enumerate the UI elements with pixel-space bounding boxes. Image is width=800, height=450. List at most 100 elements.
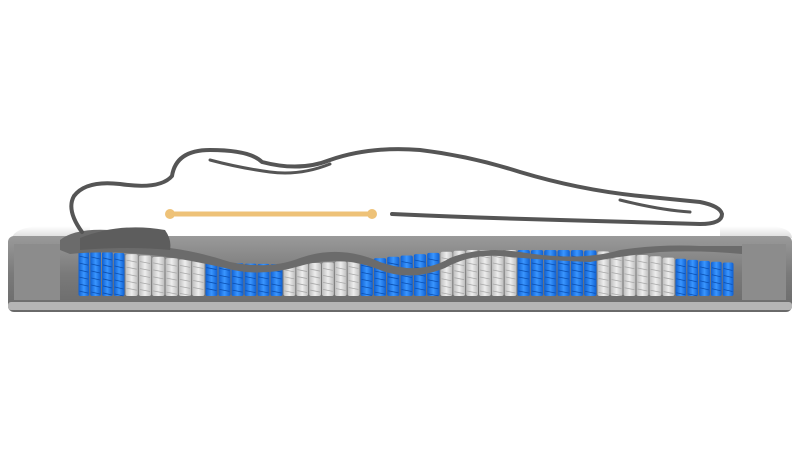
spine-endpoint (165, 209, 175, 219)
coil-winding (258, 283, 269, 287)
coil-winding (179, 292, 191, 296)
coil-winding (637, 274, 648, 278)
coil-winding (310, 289, 321, 293)
coil-winding (91, 263, 101, 267)
coil-winding (153, 283, 164, 287)
coil-winding (492, 283, 503, 287)
coil-winding (688, 272, 698, 276)
coil-winding (663, 270, 674, 273)
coil-winding (700, 266, 709, 270)
support-coil (90, 250, 101, 296)
coil-winding (388, 283, 399, 287)
coil-winding (79, 290, 89, 294)
coil-winding (558, 283, 569, 287)
coil-winding (114, 293, 124, 297)
sleeper-arm-outline (208, 158, 692, 214)
coil-winding (102, 257, 112, 261)
coil-winding (153, 276, 164, 280)
coil-winding (114, 258, 124, 262)
coil-winding (545, 290, 556, 294)
coil-winding (335, 281, 346, 284)
coil-winding (505, 283, 516, 287)
coil-winding (401, 282, 412, 285)
coil-winding (271, 290, 282, 294)
coil-winding (531, 283, 543, 287)
coil-winding (611, 258, 622, 261)
support-coil (102, 251, 113, 296)
coil-winding (401, 289, 412, 292)
coil-winding (479, 262, 490, 266)
soft-coil (597, 251, 610, 296)
coil-winding (310, 275, 321, 279)
coil-winding (723, 268, 733, 271)
coil-winding (245, 283, 256, 286)
coil-winding (193, 280, 204, 283)
support-coil (687, 259, 699, 296)
coil-winding (700, 280, 709, 284)
coil-winding (206, 288, 217, 291)
mattress-bottom-rail (8, 302, 792, 310)
coil-winding (428, 286, 439, 290)
coil-winding (650, 289, 661, 293)
coil-winding (219, 275, 230, 278)
coil-winding (114, 272, 124, 276)
coil-winding (650, 275, 661, 279)
coil-winding (505, 276, 516, 280)
coil-winding (114, 279, 124, 283)
coil-winding (388, 276, 399, 280)
coil-winding (91, 291, 101, 295)
coil-winding (700, 287, 709, 291)
coil-winding (467, 269, 478, 273)
coil-winding (322, 274, 333, 278)
coil-winding (688, 279, 698, 283)
coil-winding (245, 290, 256, 293)
soft-coil (178, 259, 192, 296)
support-coil (400, 255, 413, 296)
coil-winding (335, 267, 346, 270)
soft-coil (636, 254, 649, 296)
coil-winding (361, 271, 372, 275)
coil-winding (624, 259, 635, 263)
coil-winding (126, 287, 137, 291)
coil-winding (611, 286, 622, 289)
coil-winding (518, 262, 529, 266)
coil-winding (598, 291, 609, 295)
coil-winding (126, 266, 137, 270)
coil-winding (454, 270, 465, 274)
coil-winding (598, 277, 609, 281)
coil-winding (624, 273, 635, 277)
coil-winding (676, 278, 686, 282)
coil-winding (518, 269, 529, 273)
coil-winding (611, 265, 622, 268)
coil-winding (479, 276, 490, 280)
coil-winding (232, 289, 243, 293)
spine-endpoint (367, 209, 377, 219)
coil-winding (193, 266, 204, 269)
coil-winding (441, 292, 452, 296)
soft-coil (296, 263, 309, 296)
coil-winding (258, 276, 269, 280)
coil-winding (401, 275, 412, 278)
coil-winding (126, 259, 137, 263)
coil-winding (688, 286, 698, 290)
coil-winding (676, 271, 686, 275)
coil-winding (637, 267, 648, 271)
coil-winding (663, 263, 674, 266)
support-coil (113, 252, 125, 296)
coil-winding (166, 291, 177, 295)
coil-winding (374, 291, 386, 295)
coil-winding (479, 283, 490, 287)
coil-winding (428, 279, 439, 283)
coil-winding (414, 280, 426, 284)
coil-winding (545, 269, 556, 273)
soft-coil (649, 256, 662, 296)
coil-winding (531, 269, 543, 273)
coil-winding (297, 290, 308, 293)
coil-winding (219, 268, 230, 271)
coil-winding (545, 262, 556, 266)
coil-winding (179, 285, 191, 289)
coil-winding (650, 261, 661, 265)
coil-winding (467, 290, 478, 294)
coil-winding (441, 271, 452, 275)
coil-winding (284, 290, 295, 294)
